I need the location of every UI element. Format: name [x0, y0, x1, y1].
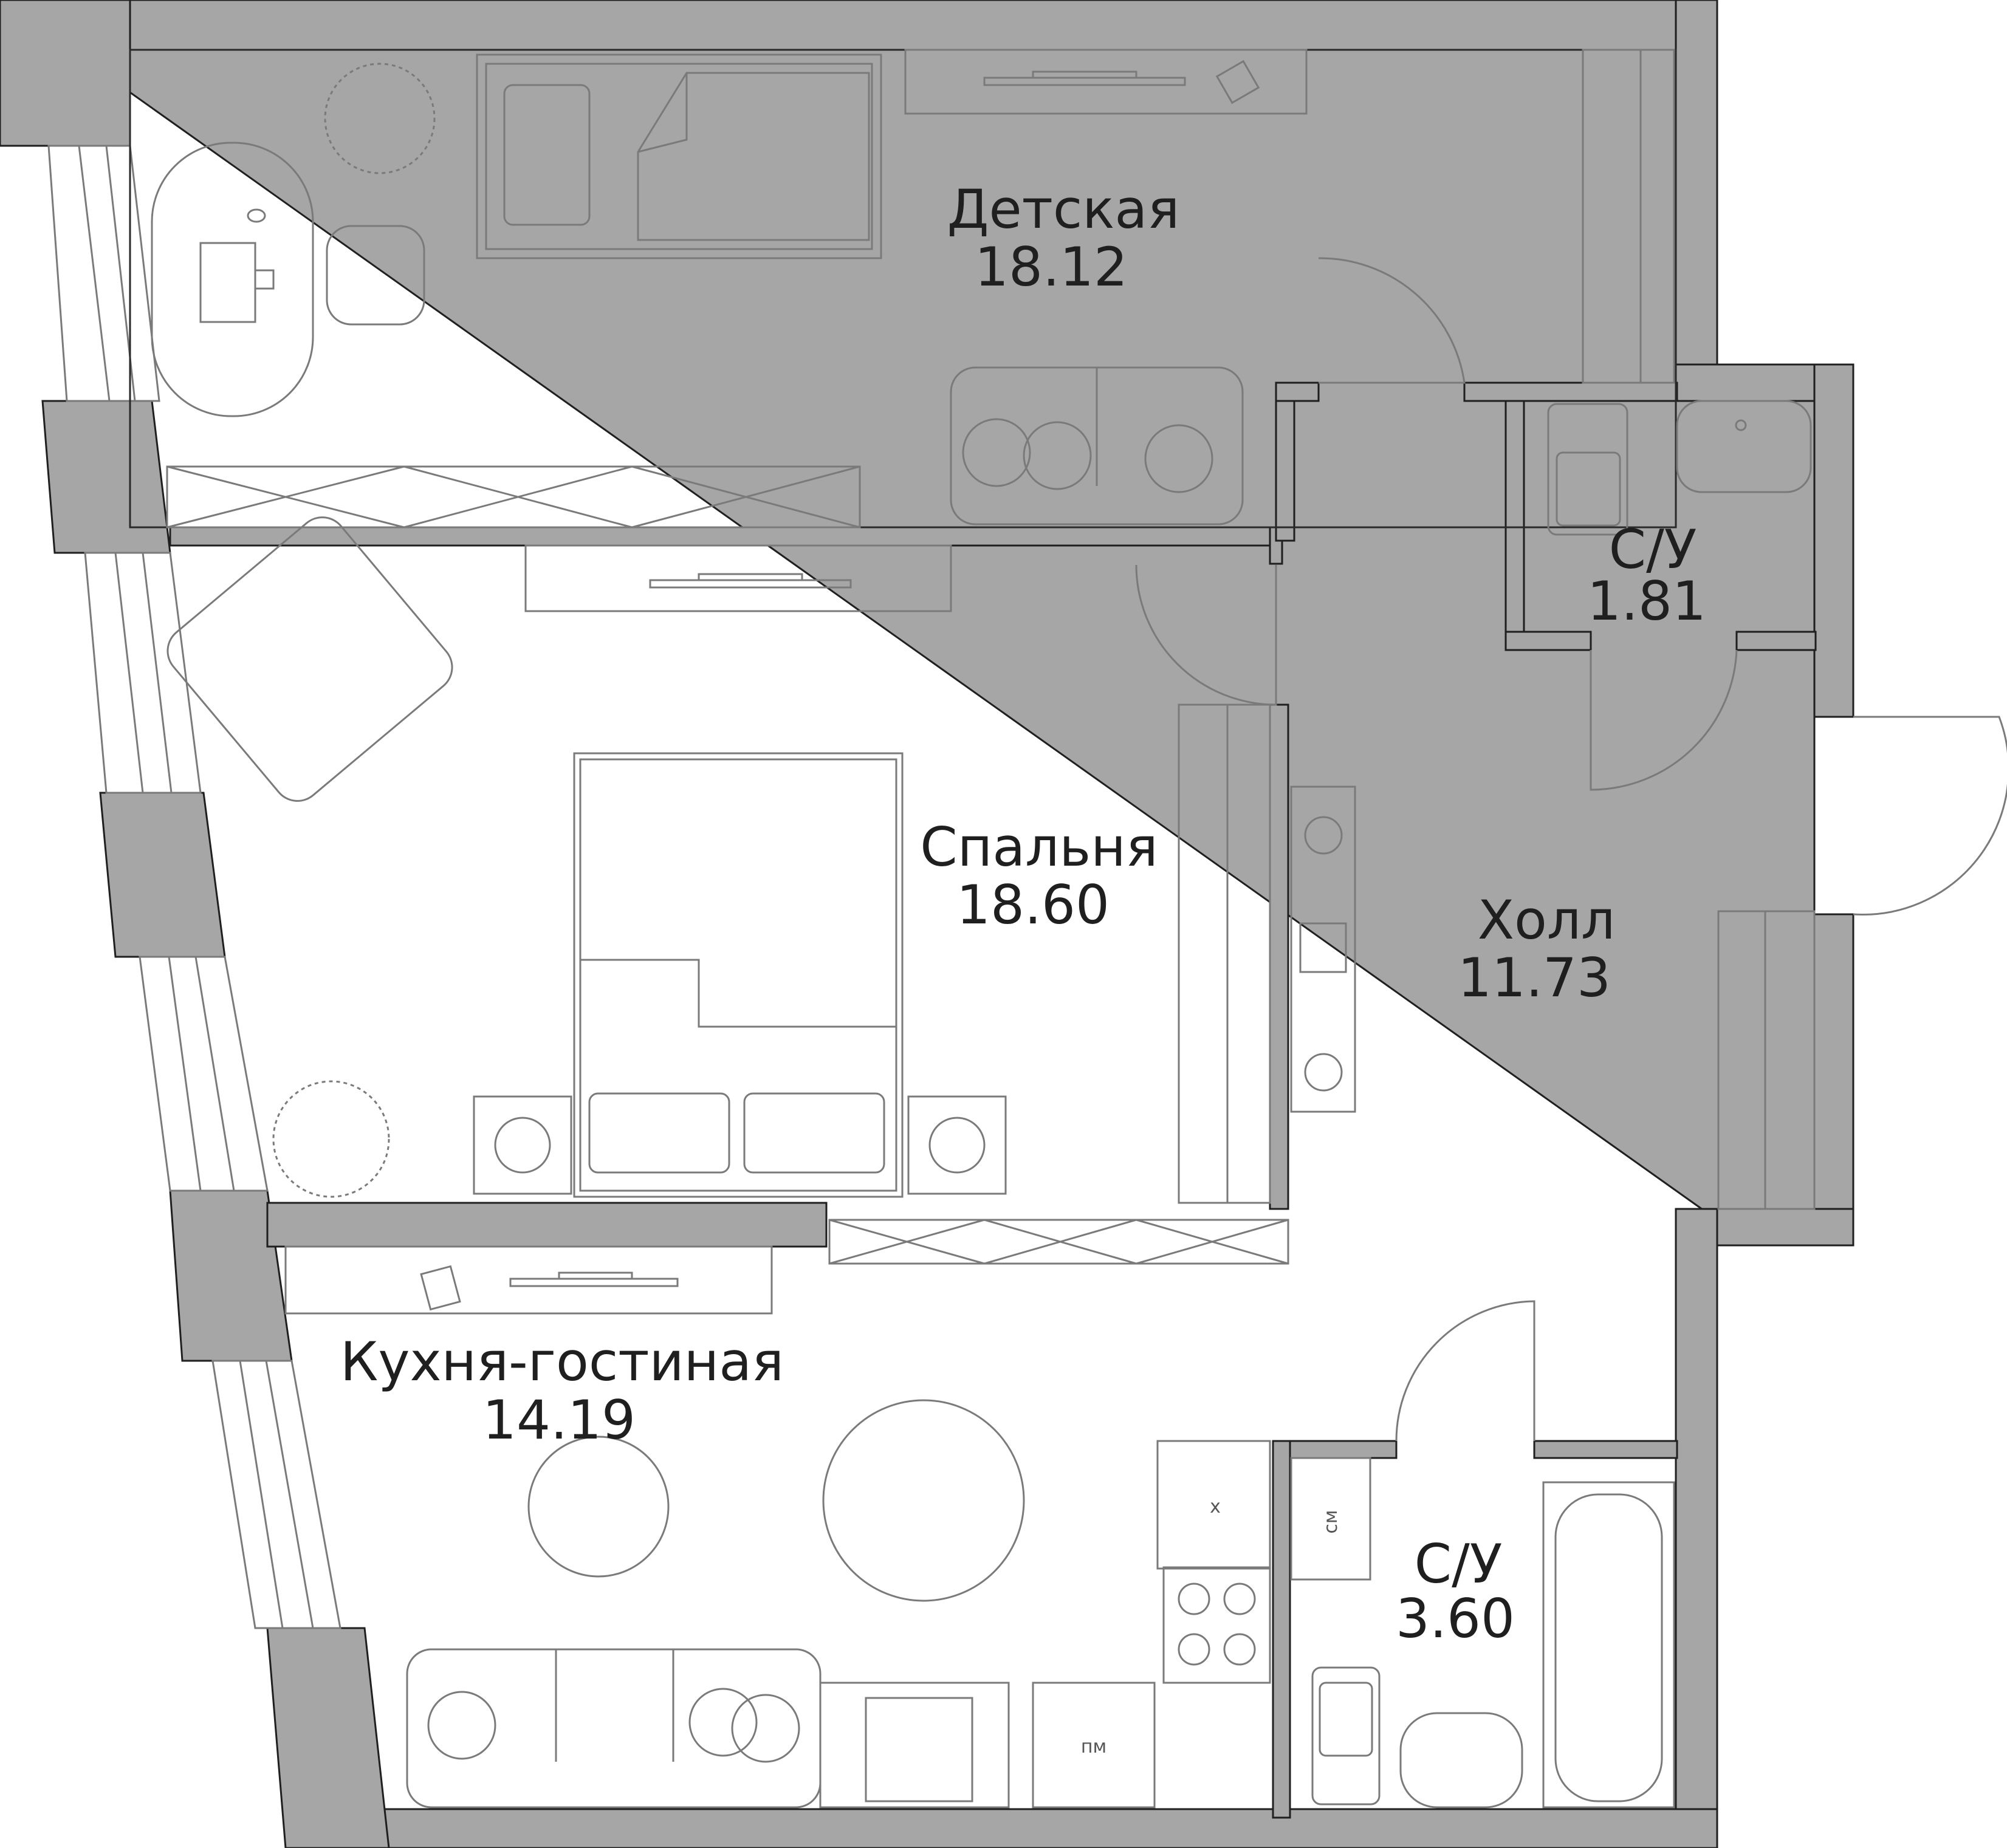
- dishwasher: [1032, 1682, 1156, 1809]
- bath-large-furniture: [1311, 1481, 1675, 1809]
- kitchen-tv-stand: [284, 1245, 773, 1315]
- kids-tv-stand: [904, 49, 1308, 115]
- kids-pillow: [503, 84, 591, 226]
- wall-kids-corridor-top: [1275, 382, 1320, 402]
- kitchen-furniture: [284, 1245, 1535, 1809]
- room-area-kids: 18.12: [975, 236, 1128, 298]
- room-name-kids: Детская: [947, 178, 1180, 241]
- wall-bedroom-hall: [1269, 703, 1289, 1210]
- bath-small-furniture: [1547, 400, 1812, 536]
- coffee-table: [527, 1436, 670, 1578]
- wall-bath-large-top-r: [1533, 1440, 1678, 1459]
- pillow-2: [743, 1092, 885, 1174]
- window-3: [139, 956, 269, 1192]
- walls: [0, 0, 1854, 1848]
- kids-bed: [476, 53, 882, 259]
- right-wall-lower: [1675, 1208, 1718, 1848]
- appliance-labels: х см пм: [1081, 1496, 1342, 1757]
- room-area-kitchen: 14.19: [482, 1389, 636, 1451]
- wall-bath-small-left: [1504, 400, 1525, 645]
- window-1: [47, 145, 160, 402]
- nightstand-right: [907, 1095, 1007, 1195]
- room-area-hall: 11.73: [1458, 946, 1611, 1009]
- room-area-bedroom: 18.60: [956, 874, 1110, 936]
- room-name-hall: Холл: [1478, 889, 1616, 951]
- kids-chair: [326, 225, 425, 326]
- right-wall-hall: [1813, 913, 1854, 1219]
- kitchen-sofa: [406, 1648, 822, 1809]
- toilet-large: [1311, 1666, 1381, 1805]
- wall-bath-large-left: [1272, 1440, 1291, 1819]
- bedroom-furniture: [166, 516, 1289, 1265]
- room-area-bath-large: 3.60: [1396, 1587, 1515, 1650]
- right-wall-upper: [1675, 0, 1718, 402]
- hall-wardrobe: [1717, 910, 1816, 1210]
- toilet-small: [1547, 403, 1628, 536]
- wall-kids-corridor: [1275, 382, 1295, 542]
- pier-2: [99, 792, 226, 958]
- window-4: [211, 1360, 341, 1629]
- hall-furniture: [1290, 649, 2007, 1210]
- dishwasher-label: пм: [1081, 1736, 1106, 1757]
- right-wall-bath-side: [1813, 363, 1854, 718]
- washer: [1290, 1457, 1371, 1581]
- kids-side-wardrobe: [1582, 49, 1675, 384]
- bath-large-door: [1395, 1300, 1535, 1442]
- pier-1: [41, 400, 171, 554]
- kids-door: [1318, 257, 1466, 384]
- kids-wardrobe: [166, 465, 861, 529]
- wall-bath-small-top: [1463, 382, 1678, 402]
- double-bed: [573, 752, 904, 1198]
- room-name-bath-large: С/У: [1415, 1533, 1503, 1595]
- kitchen-bedroom-wall: [266, 1202, 828, 1248]
- kids-desk: [151, 142, 314, 417]
- laptop-icon: [199, 242, 256, 323]
- sink-large: [1399, 1712, 1523, 1809]
- bedroom-closet-strip: [828, 1219, 1289, 1265]
- plant-icon: [272, 1080, 390, 1198]
- room-name-bath-small: С/У: [1609, 518, 1697, 581]
- hall-shoe-cabinet: [1290, 785, 1356, 1113]
- bedroom-wardrobe: [1178, 703, 1271, 1204]
- sink-small: [1676, 400, 1812, 493]
- fridge: [1156, 1440, 1271, 1570]
- wall-kids-bedroom: [169, 526, 1277, 547]
- interior-outlines: [129, 49, 1677, 529]
- tablet-icon: [420, 1265, 461, 1311]
- pillow-1: [588, 1092, 730, 1174]
- bath-small-door: [1590, 649, 1738, 791]
- room-labels: Детская 18.12 С/У 1.81 Спальня 18.60 Хол…: [340, 178, 1706, 1650]
- wall-bath-small-bottom-r: [1735, 631, 1817, 651]
- top-wall: [129, 0, 1718, 51]
- bedroom-door: [1135, 564, 1277, 706]
- window-2: [84, 552, 202, 794]
- bedroom-tv-stand: [524, 544, 952, 612]
- wall-bath-small-bottom-l: [1504, 631, 1592, 651]
- room-name-kitchen: Кухня-гостиная: [340, 1330, 784, 1393]
- kids-furniture: [151, 49, 1675, 529]
- entrance-door: [1853, 716, 2007, 915]
- wall-bath-large-top-l: [1286, 1440, 1398, 1459]
- dining-table: [822, 1399, 1025, 1602]
- fridge-label: х: [1210, 1496, 1221, 1518]
- bathtub: [1542, 1481, 1675, 1809]
- kitchen-counter-sink: [819, 1682, 1010, 1809]
- plant-icon: [324, 63, 436, 174]
- pier-4: [266, 1627, 390, 1848]
- bottom-wall: [376, 1808, 1718, 1848]
- washer-label: см: [1320, 1510, 1342, 1533]
- top-wall-left-cap: [0, 0, 131, 147]
- room-area-bath-small: 1.81: [1587, 570, 1706, 632]
- armchair: [166, 516, 453, 802]
- room-name-bedroom: Спальня: [920, 816, 1158, 878]
- nightstand-left: [473, 1095, 572, 1195]
- stove: [1162, 1566, 1271, 1684]
